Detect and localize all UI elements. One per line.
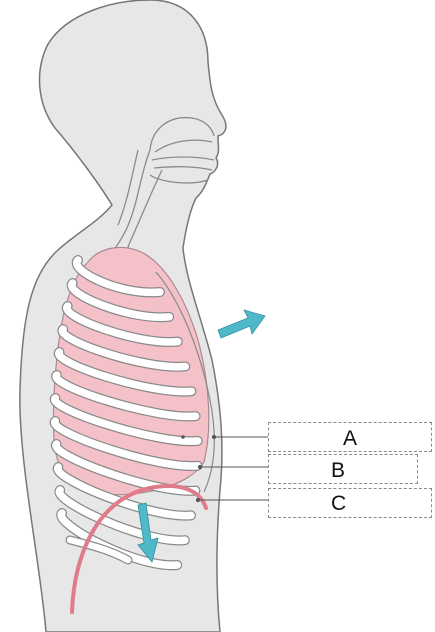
label-a: A (343, 428, 357, 449)
label-box-c (268, 488, 432, 518)
label-b: B (331, 460, 345, 481)
chest-outward-arrow-icon (218, 310, 265, 338)
label-c: C (331, 493, 346, 514)
